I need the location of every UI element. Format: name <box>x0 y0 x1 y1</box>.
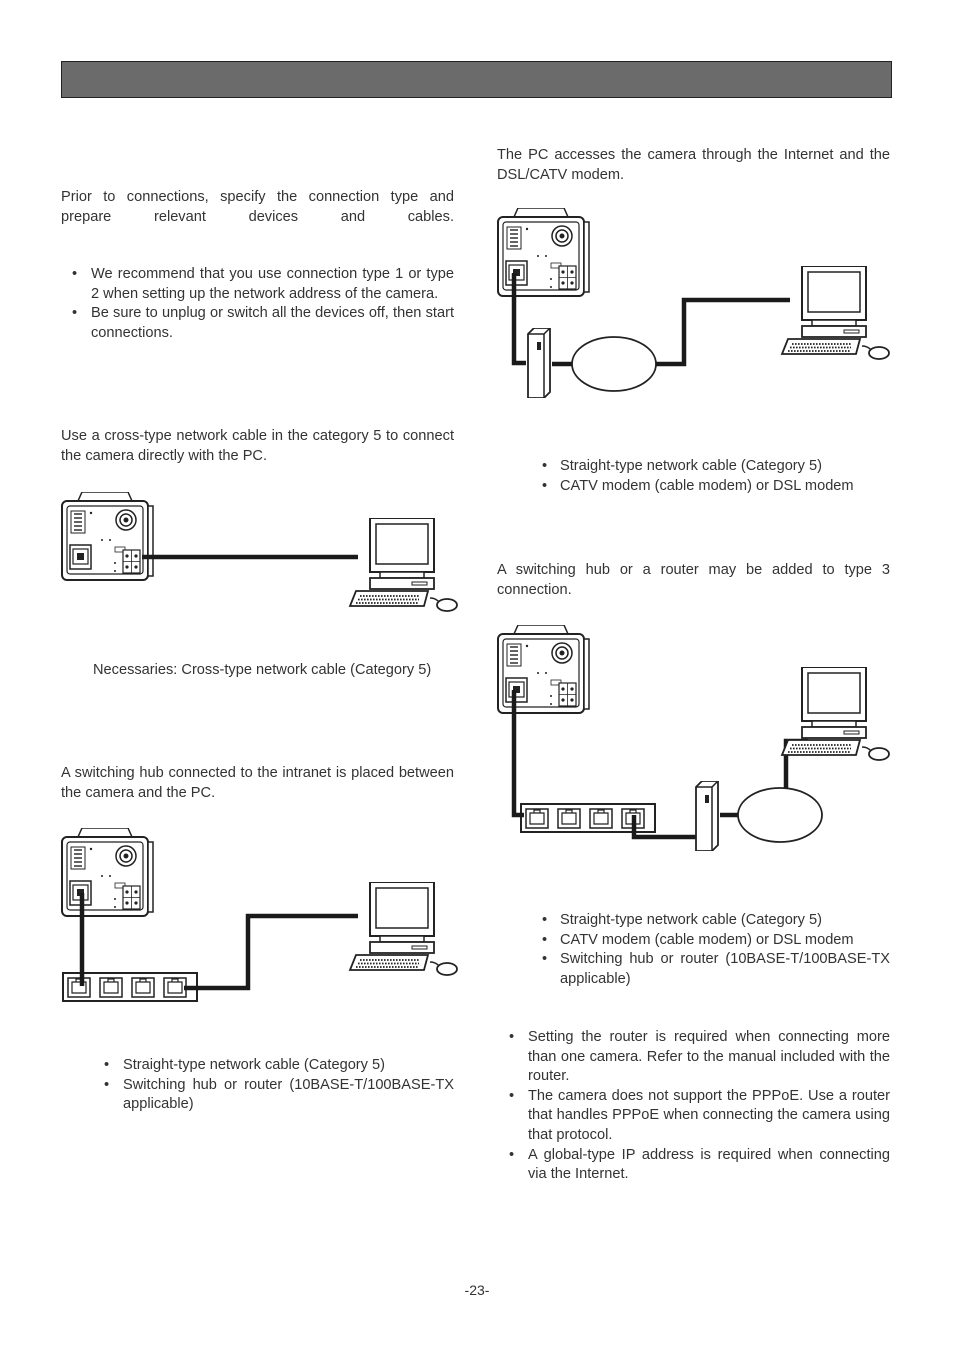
list-item: Switching hub or router (10BASE-T/100BAS… <box>93 1076 454 1115</box>
type4-items: Straight-type network cable (Category 5)… <box>538 911 890 989</box>
intro-notes: We recommend that you use connection typ… <box>61 265 454 343</box>
type2-diagram <box>61 828 458 1002</box>
type3-diagram <box>497 208 890 398</box>
list-item: Switching hub or router (10BASE-T/100BAS… <box>538 950 890 989</box>
pc-icon <box>781 667 890 761</box>
modem-icon <box>695 781 719 851</box>
list-item: The camera does not support the PPPoE. U… <box>498 1087 890 1146</box>
camera-icon <box>61 492 154 581</box>
list-item: Straight-type network cable (Category 5) <box>538 457 890 477</box>
type2-description: A switching hub connected to the intrane… <box>61 765 454 801</box>
page-number: -23- <box>464 1282 490 1298</box>
internet-cloud <box>571 336 657 392</box>
list-item: Straight-type network cable (Category 5) <box>538 911 890 931</box>
type1-diagram <box>61 492 458 612</box>
straight-cable <box>511 690 524 818</box>
list-item: CATV modem (cable modem) or DSL modem <box>538 931 890 951</box>
camera-icon <box>497 208 590 297</box>
modem-icon <box>527 328 551 398</box>
straight-cable <box>631 815 696 840</box>
list-item: Straight-type network cable (Category 5) <box>93 1056 454 1076</box>
list-item: CATV modem (cable modem) or DSL modem <box>538 477 890 497</box>
pc-icon <box>781 266 890 360</box>
camera-icon <box>61 828 154 917</box>
type2-items: Straight-type network cable (Category 5)… <box>93 1056 454 1115</box>
section-header-bar <box>61 61 892 98</box>
straight-cable <box>656 297 790 367</box>
internet-cloud <box>737 787 823 843</box>
list-item: We recommend that you use connection typ… <box>61 265 454 304</box>
type1-necessaries: Necessaries: Cross-type network cable (C… <box>93 662 432 678</box>
type3-items: Straight-type network cable (Category 5)… <box>538 457 890 496</box>
pc-icon <box>349 518 458 612</box>
type4-description: A switching hub or a router may be added… <box>497 562 890 598</box>
type4-diagram <box>497 625 890 851</box>
type4-notes: Setting the router is required when conn… <box>498 1028 890 1185</box>
list-item: Be sure to unplug or switch all the devi… <box>61 304 454 343</box>
type1-description: Use a cross-type network cable in the ca… <box>61 428 454 464</box>
straight-cable <box>511 273 526 366</box>
straight-cable <box>184 913 358 991</box>
type3-description: The PC accesses the camera through the I… <box>497 147 890 183</box>
intro-text: Prior to connections, specify the connec… <box>61 189 454 225</box>
list-item: A global-type IP address is required whe… <box>498 1146 890 1185</box>
list-item: Setting the router is required when conn… <box>498 1028 890 1087</box>
pc-icon <box>349 882 458 976</box>
camera-icon <box>497 625 590 714</box>
